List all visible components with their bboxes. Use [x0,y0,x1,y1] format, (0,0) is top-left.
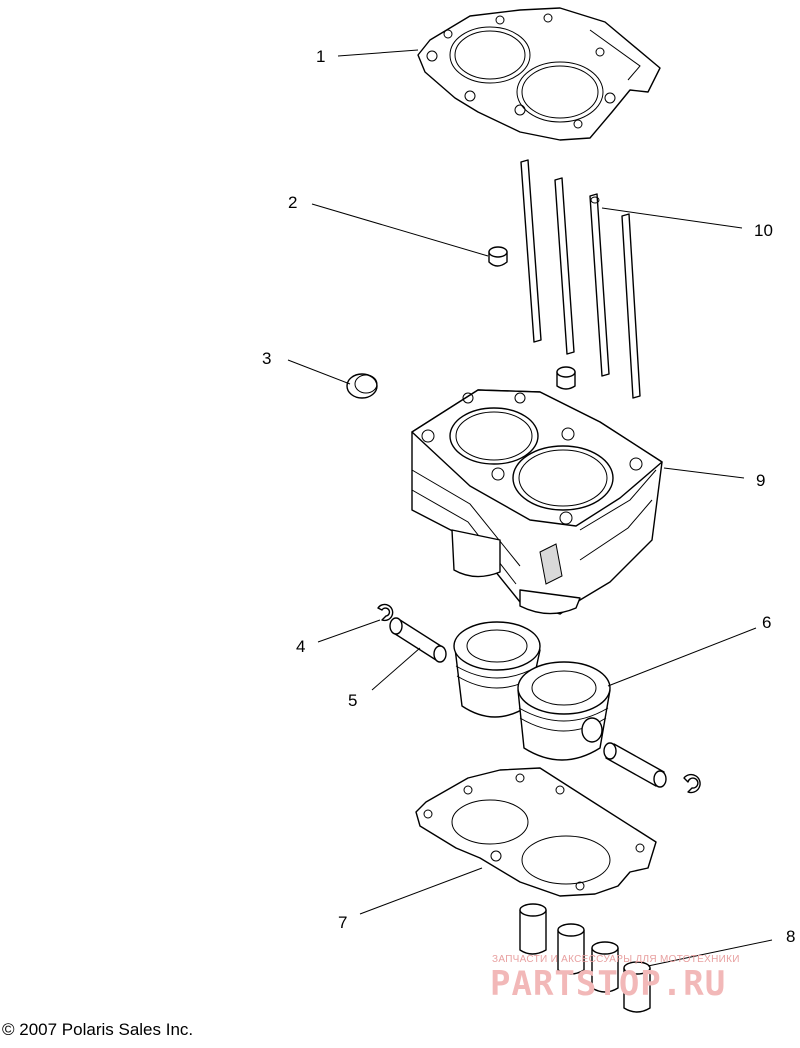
watermark-brand: PARTSTOP.RU [490,964,727,1004]
callout-1: 1 [316,47,325,66]
cylinder-plug [346,373,378,399]
callout-3: 3 [262,349,271,368]
base-gasket [415,767,657,897]
head-gasket-top [417,7,661,141]
callout-8: 8 [786,927,795,946]
callout-6: 6 [762,613,771,632]
piston-pin-left [389,617,447,663]
callout-5: 5 [348,691,357,710]
callout-2: 2 [288,193,297,212]
dowel-pins [519,903,651,1013]
callout-7: 7 [338,913,347,932]
cylinder-studs [520,159,641,399]
callout-4: 4 [296,637,305,656]
copyright-notice: © 2007 Polaris Sales Inc. [2,1020,194,1039]
callout-9: 9 [756,471,765,490]
cylinder-block [411,389,663,615]
callout-labels: 1 2 3 4 5 6 7 8 9 10 [262,47,795,946]
dowel-sleeve [488,246,508,267]
piston-circlip-left [377,603,394,622]
piston-circlip-right [683,773,701,794]
callout-10: 10 [754,221,773,240]
cylinder-dowel [556,366,576,390]
piston-pin-right [603,742,667,788]
watermark-subtitle: ЗАПЧАСТИ И АКСЕССУАРЫ ДЛЯ МОТОТЕХНИКИ [492,954,740,965]
piston-right [517,661,611,761]
leader-lines [287,49,773,967]
